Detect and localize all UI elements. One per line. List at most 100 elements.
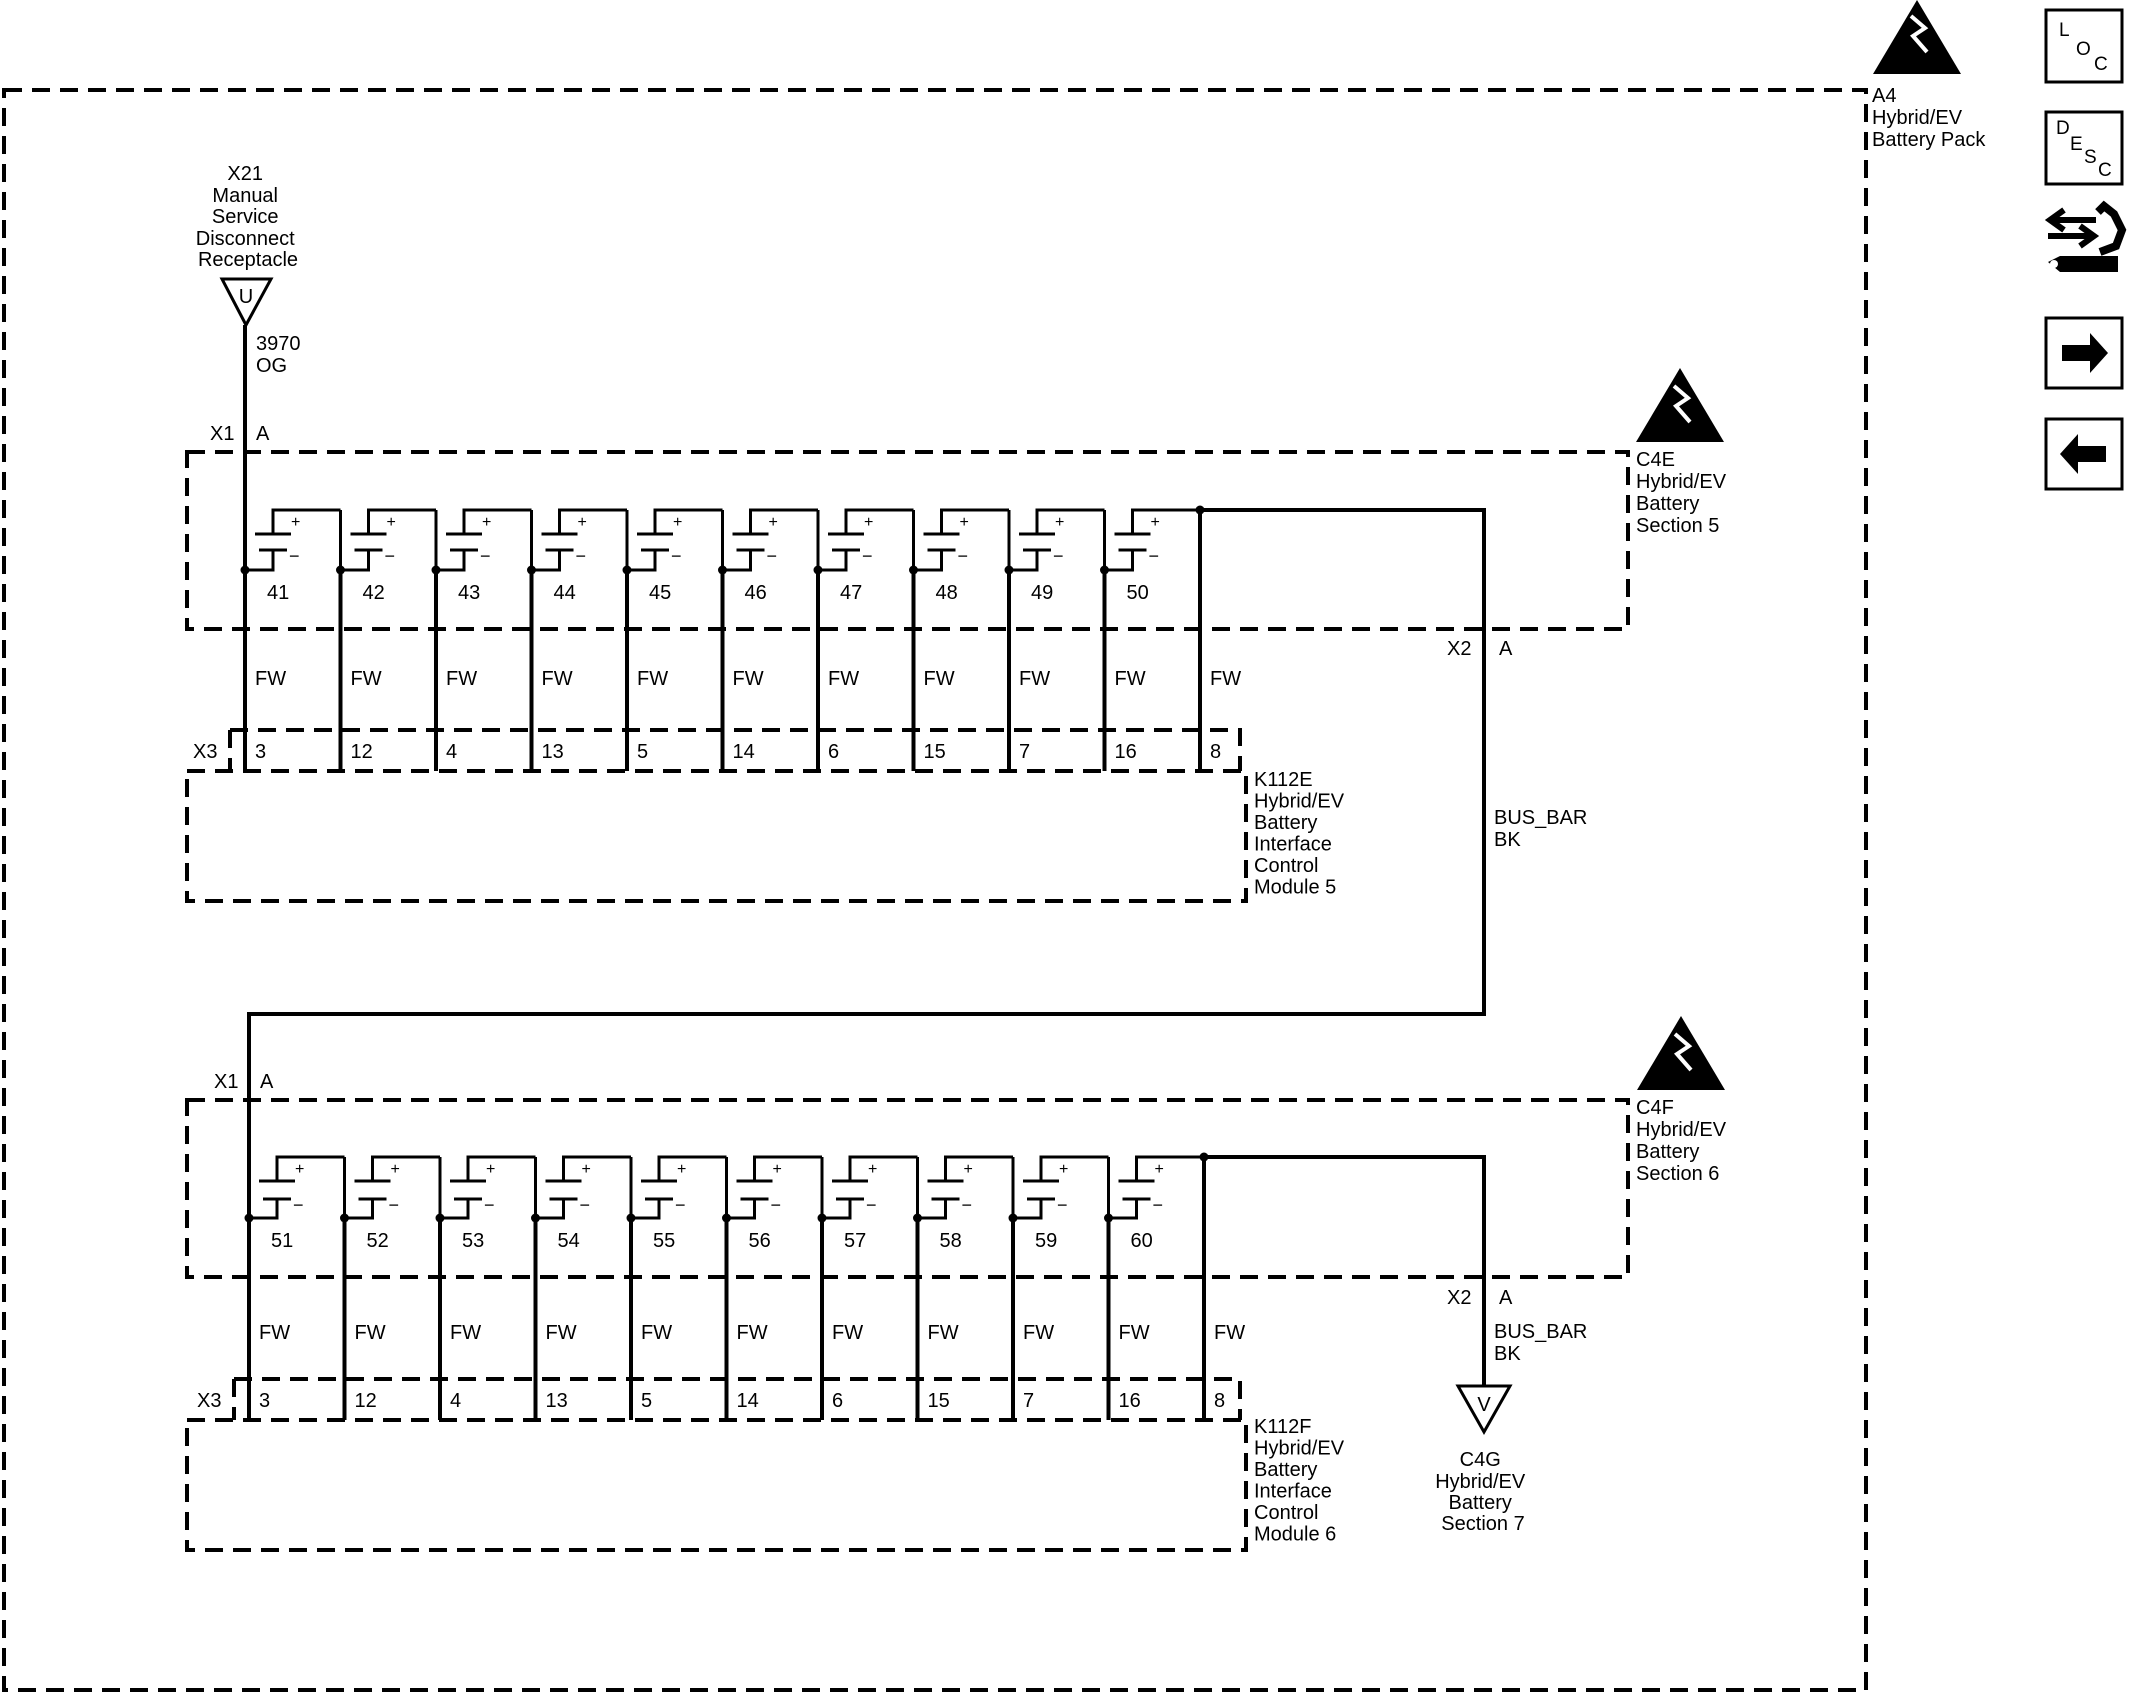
cell-positive-plate bbox=[641, 1155, 727, 1183]
busbar-label-upper: BUS_BAR BK bbox=[1494, 807, 1593, 851]
svg-text:S: S bbox=[2084, 147, 2097, 168]
cell-positive-plate bbox=[832, 1155, 918, 1183]
cell-negative-plate bbox=[725, 1157, 769, 1220]
cell-negative-plate bbox=[530, 510, 574, 572]
cell-plus-sign: + bbox=[486, 1161, 495, 1178]
previous-button[interactable] bbox=[2044, 417, 2124, 491]
cell-plus-sign: + bbox=[1155, 1161, 1164, 1178]
fusible-wire-label: FW bbox=[542, 668, 573, 690]
svg-text:U: U bbox=[239, 286, 253, 308]
connector-icon[interactable] bbox=[2044, 200, 2127, 272]
cell-positive-plate bbox=[923, 508, 1009, 536]
cell-minus-sign: − bbox=[580, 1195, 591, 1215]
cell-number: 51 bbox=[271, 1230, 293, 1252]
cell-negative-plate bbox=[820, 1157, 864, 1220]
module-label-line: Interface bbox=[1254, 1481, 1332, 1503]
next-button[interactable] bbox=[2044, 316, 2124, 390]
cell-positive-plate bbox=[541, 508, 627, 536]
battery-cell: +−45 bbox=[622, 508, 723, 604]
cell-minus-sign: − bbox=[576, 546, 587, 566]
x3-connector-boundary bbox=[232, 1377, 1242, 1420]
cell-positive-plate bbox=[1118, 1155, 1204, 1183]
cell-number: 54 bbox=[558, 1230, 580, 1252]
module-label-line: Control bbox=[1254, 1502, 1318, 1524]
cell-number: 59 bbox=[1035, 1230, 1057, 1252]
fusible-wire-label: FW bbox=[637, 668, 668, 690]
cell-minus-sign: − bbox=[671, 546, 682, 566]
arrow-left-icon bbox=[2060, 434, 2106, 474]
cell-positive-plate bbox=[637, 508, 723, 536]
cell-plus-sign: + bbox=[391, 1161, 400, 1178]
cell-negative-plate bbox=[1107, 1157, 1151, 1220]
x2-pin-label: A bbox=[1499, 1287, 1513, 1309]
busbar-wire-section-6-to-7 bbox=[1204, 1155, 1486, 1386]
fusible-wire-label: FW bbox=[828, 668, 859, 690]
cell-minus-sign: − bbox=[771, 1195, 782, 1215]
fusible-wire-label: FW bbox=[446, 668, 477, 690]
battery-cell: +−49 bbox=[1004, 508, 1105, 604]
x2-connector-label: X2 bbox=[1447, 638, 1471, 660]
cell-positive-plate bbox=[927, 1155, 1013, 1183]
cell-plus-sign: + bbox=[960, 514, 969, 531]
cell-positive-plate bbox=[545, 1155, 631, 1183]
x3-pin-number: 8 bbox=[1214, 1390, 1225, 1412]
cell-minus-sign: − bbox=[962, 1195, 973, 1215]
battery-cell: +−48 bbox=[909, 508, 1009, 604]
cell-number: 56 bbox=[749, 1230, 771, 1252]
battery-cell: +−53 bbox=[435, 1155, 536, 1252]
location-button[interactable]: L O C bbox=[2044, 8, 2124, 84]
cell-number: 60 bbox=[1131, 1230, 1153, 1252]
cell-minus-sign: − bbox=[866, 1195, 877, 1215]
cell-number: 57 bbox=[844, 1230, 866, 1252]
cell-minus-sign: − bbox=[1149, 546, 1160, 566]
cell-minus-sign: − bbox=[675, 1195, 686, 1215]
msd-wire-label: 3970 OG bbox=[256, 333, 306, 377]
fusible-wire-label: FW bbox=[737, 1322, 768, 1344]
cell-minus-sign: − bbox=[958, 546, 969, 566]
module-label-line: Interface bbox=[1254, 834, 1332, 856]
module-label-line: K112F bbox=[1254, 1416, 1311, 1438]
battery-cell: +−46 bbox=[718, 508, 818, 604]
section-label-line: Battery bbox=[1636, 1141, 1699, 1163]
description-button[interactable]: D E S C bbox=[2044, 110, 2124, 186]
cell-minus-sign: − bbox=[1057, 1195, 1068, 1215]
cell-number: 49 bbox=[1031, 582, 1053, 604]
msd-label: X21 Manual Service Disconnect Receptacle bbox=[196, 163, 301, 271]
section-label-line: Hybrid/EV bbox=[1636, 471, 1727, 493]
module-label-line: Battery bbox=[1254, 812, 1317, 834]
fusible-wire-label: FW bbox=[1115, 668, 1146, 690]
x3-pin-number: 6 bbox=[828, 741, 839, 763]
x1-connector-label: X1 bbox=[210, 423, 234, 445]
fusible-wire-label: FW bbox=[832, 1322, 863, 1344]
cell-plus-sign: + bbox=[964, 1161, 973, 1178]
fusible-wire-label: FW bbox=[351, 668, 382, 690]
cell-positive-plate bbox=[732, 508, 818, 536]
battery-cell: +−44 bbox=[527, 508, 627, 604]
section-7-connector-symbol: V bbox=[1455, 1384, 1513, 1436]
x3-pin-number: 7 bbox=[1023, 1390, 1034, 1412]
battery-cell: +−52 bbox=[340, 1155, 440, 1252]
x3-pin-number: 6 bbox=[832, 1390, 843, 1412]
svg-text:C: C bbox=[2098, 160, 2112, 181]
high-voltage-warning-icon bbox=[1873, 0, 1961, 74]
cell-minus-sign: − bbox=[1153, 1195, 1164, 1215]
battery-cell: +−56 bbox=[722, 1155, 822, 1252]
cell-plus-sign: + bbox=[769, 514, 778, 531]
cell-negative-plate bbox=[1007, 510, 1051, 572]
section-label-line: Section 5 bbox=[1636, 515, 1719, 537]
section-label-line: C4E bbox=[1636, 449, 1675, 471]
battery-cell: +−58 bbox=[913, 1155, 1013, 1252]
interface-module-boundary bbox=[185, 1418, 1248, 1552]
cell-number: 53 bbox=[462, 1230, 484, 1252]
section-label-line: Section 6 bbox=[1636, 1163, 1719, 1185]
battery-pack-boundary bbox=[2, 88, 1868, 1692]
x3-pin-number: 16 bbox=[1115, 741, 1137, 763]
battery-cell: +−50 bbox=[1100, 508, 1200, 604]
cell-number: 50 bbox=[1127, 582, 1149, 604]
battery-cell: +−41 bbox=[240, 508, 341, 604]
cell-plus-sign: + bbox=[295, 1161, 304, 1178]
cell-positive-plate bbox=[1019, 508, 1105, 536]
x3-pin-number: 3 bbox=[259, 1390, 270, 1412]
